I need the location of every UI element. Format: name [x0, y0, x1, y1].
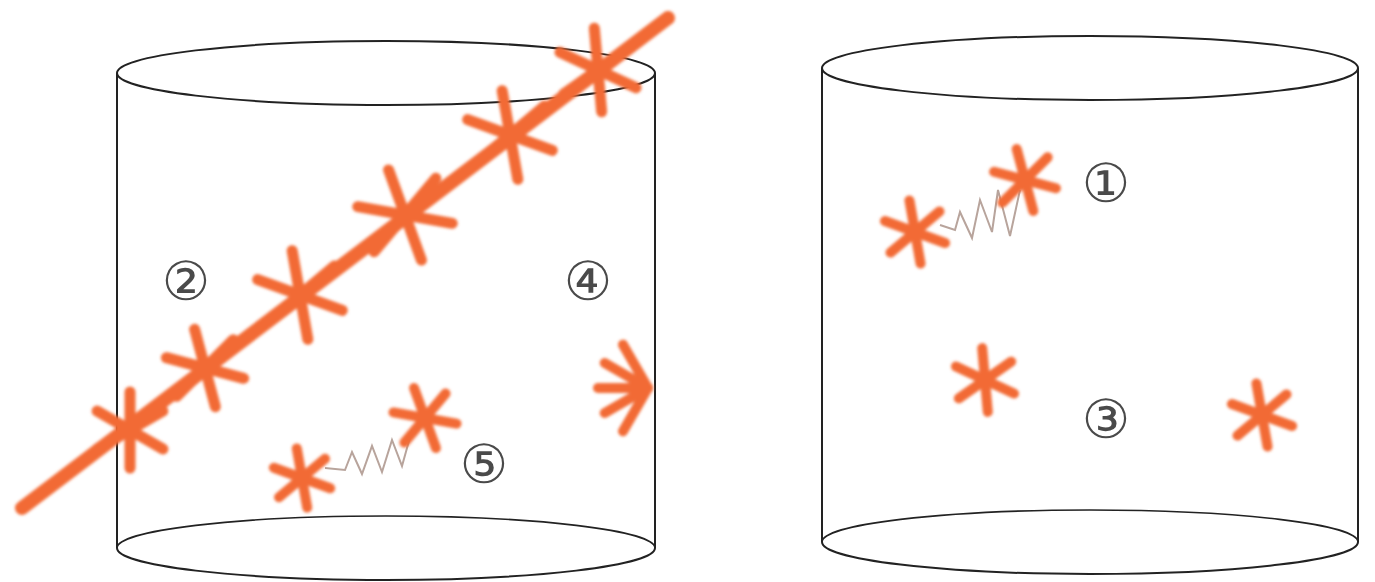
callout-number: ① — [1082, 157, 1130, 211]
star-stroke — [266, 266, 335, 324]
callout-number: ③ — [1082, 393, 1130, 447]
callout-number: ② — [162, 255, 210, 309]
detector-cylinder — [117, 41, 655, 580]
star-stroke — [274, 468, 330, 489]
callout-number: ④ — [564, 255, 612, 309]
star-stroke — [994, 172, 1056, 189]
star-stroke — [885, 221, 945, 243]
star-stroke — [393, 412, 456, 423]
muon-track — [22, 18, 668, 508]
star-stroke — [956, 366, 1014, 393]
star-stroke — [97, 411, 163, 449]
event-stars — [22, 18, 1292, 508]
detector-cylinder — [822, 36, 1358, 574]
star-stroke — [1232, 404, 1292, 426]
star-stroke — [374, 178, 436, 252]
star-stroke — [177, 340, 234, 397]
star-stroke — [564, 46, 633, 94]
callout-number: ⑤ — [460, 438, 508, 492]
star-stroke — [476, 106, 545, 164]
star-stroke — [623, 388, 648, 431]
star-stroke — [623, 345, 648, 388]
spring-link — [325, 190, 1020, 474]
